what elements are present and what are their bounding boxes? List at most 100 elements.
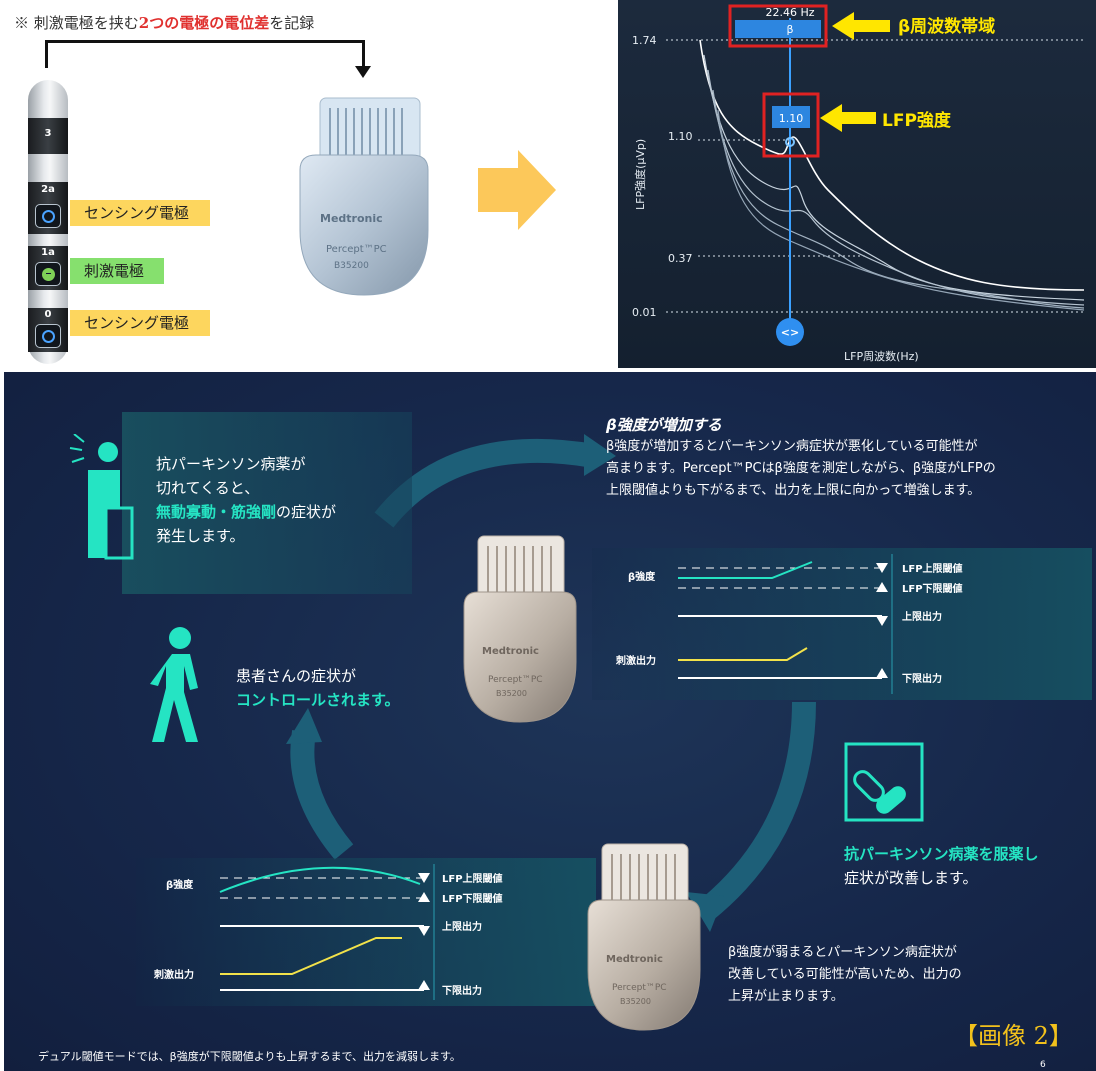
flow-arrow-right (696, 701, 816, 922)
page-number: 6 (1040, 1060, 1046, 1070)
contact-band-1a: 1a (28, 246, 68, 290)
spectrum-curve-5 (717, 109, 1085, 311)
controlled-highlight: コントロールされます。 (236, 691, 400, 709)
sensing-ring-icon (42, 330, 55, 343)
down-triangle-icon (418, 873, 430, 883)
symptom-highlight: 無動寡動・筋強剛 (156, 503, 277, 521)
ytick-1.10: 1.10 (668, 130, 693, 143)
callout-arrow-icon (832, 12, 890, 40)
symptom-onset-line: 切れてくると、 (156, 479, 260, 497)
callout-arrow-icon (820, 104, 876, 132)
connection-bracket (45, 40, 365, 68)
lfp-upper-label: LFP上限閾値 (902, 562, 963, 575)
beta-strength-label: β強度 (628, 570, 656, 583)
image-number-badge: 【画像 2】 (954, 1022, 1073, 1050)
device-model-text: Percept™PC (326, 244, 387, 255)
frequency-readout: 22.46 Hz (765, 6, 814, 19)
beta-decrease-description: β強度が弱まるとパーキンソン病症状が 改善している可能性が高いため、出力の 上昇… (728, 942, 962, 1008)
note-suffix: を記録 (269, 14, 315, 32)
peak-value-box (772, 106, 810, 128)
symptom-suffix: の症状が (276, 503, 337, 521)
device-brand-text: Medtronic (482, 646, 539, 657)
beta-band-highlight (728, 4, 828, 48)
ytick-0.01: 0.01 (632, 306, 657, 319)
decrease-threshold-graph: β強度 LFP上限閾値 LFP下限閾値 上限出力 刺激出力 下限出力 (153, 864, 503, 1000)
symptom-onset-box (122, 412, 412, 594)
contact-band-2a: 2a (28, 182, 68, 234)
stim-output-label: 刺激出力 (153, 968, 194, 981)
sensing-contact (35, 324, 61, 348)
cursor-handle[interactable] (776, 318, 804, 346)
pill-icon (844, 742, 924, 822)
device-model-number-text: B35200 (620, 997, 651, 1006)
beta-increase-line: β強度が増加するとパーキンソン病症状が悪化している可能性が (606, 439, 978, 454)
sensing-ring-icon (42, 210, 55, 223)
lfp-lower-label: LFP下限閾値 (902, 582, 963, 595)
flow-arrow-left (290, 730, 354, 860)
device-model-number-text: B35200 (334, 261, 369, 271)
y-axis-label: LFP強度(μVp) (633, 139, 647, 210)
sensing-electrode-label: センシング電極 (70, 200, 210, 226)
up-triangle-icon (418, 892, 430, 902)
up-triangle-icon (418, 980, 430, 990)
beta-increase-description: β強度が増加するとパーキンソン病症状が悪化している可能性が 高まります。Perc… (606, 436, 996, 502)
down-triangle-icon (876, 563, 888, 573)
peak-value-label: 1.10 (779, 112, 804, 125)
output-lower-label: 下限出力 (442, 984, 482, 997)
output-upper-label: 上限出力 (442, 920, 482, 933)
controlled-line: 患者さんの症状が (236, 667, 357, 685)
beta-trace (678, 561, 813, 579)
slider-arrows-icon[interactable]: <> (781, 326, 799, 339)
contact-label-2a: 2a (41, 184, 55, 195)
arrow-down-icon (355, 66, 371, 78)
beta-band-label: β (786, 23, 793, 36)
peak-marker (785, 137, 795, 147)
lfp-spectrum-chart: 1.74 1.10 0.37 0.01 LFP強度(μVp) LFP周波数(Hz… (618, 0, 1096, 368)
beta-band-box (735, 20, 821, 38)
decrease-graph-box (136, 858, 596, 1006)
lfp-strength-callout: LFP強度 (882, 110, 952, 131)
symptom-onset-line: 無動寡動・筋強剛の症状が (156, 500, 336, 524)
contact-label-3: 3 (44, 128, 52, 139)
recording-note: ※ 刺激電極を挟む2つの電極の電位差を記録 (14, 12, 314, 33)
note-prefix: ※ 刺激電極を挟む (14, 14, 139, 32)
spectrum-curve-3 (707, 69, 1085, 306)
arrow-right-icon (478, 150, 556, 230)
device-brand-text: Medtronic (606, 954, 663, 965)
lfp-upper-label: LFP上限閾値 (442, 872, 503, 885)
adaptive-dbs-cycle-panel: 抗パーキンソン病薬が 切れてくると、 無動寡動・筋強剛の症状が 発生します。 β… (4, 372, 1096, 1071)
neurostimulator-device: Medtronic Percept™PC B35200 (299, 97, 429, 296)
lfp-lower-label: LFP下限閾値 (442, 892, 503, 905)
medication-line: 症状が改善します。 (844, 869, 978, 887)
beta-trace (219, 866, 421, 893)
symptom-onset-text: 抗パーキンソン病薬が 切れてくると、 無動寡動・筋強剛の症状が 発生します。 (156, 452, 336, 548)
increase-graph-box (592, 548, 1092, 700)
stimulating-electrode-label: 刺激電極 (70, 258, 164, 284)
increase-threshold-graph: β強度 LFP上限閾値 LFP下限閾値 上限出力 刺激出力 下限出力 (615, 554, 963, 694)
contact-label-1a: 1a (41, 247, 55, 258)
symptom-onset-line: 抗パーキンソン病薬が (156, 455, 306, 473)
arrow-head-icon (286, 708, 322, 744)
up-triangle-icon (876, 668, 888, 678)
contact-band-0: 0 (28, 308, 68, 352)
arrow-head-icon (584, 434, 616, 476)
spectrum-curve-main (699, 39, 1085, 291)
stim-output-label: 刺激出力 (615, 654, 656, 667)
sensing-electrode-label: センシング電極 (70, 310, 210, 336)
stimulating-contact (35, 262, 61, 286)
beta-decrease-line: 上昇が止まります。 (728, 989, 844, 1004)
device-model-text: Percept™PC (488, 675, 543, 685)
medication-text: 抗パーキンソン病薬を服薬し 症状が改善します。 (844, 842, 1039, 890)
footer-note: デュアル閾値モードでは、β強度が下限閾値よりも上昇するまで、出力を減弱します。 (38, 1050, 461, 1063)
beta-strength-label: β強度 (166, 878, 194, 891)
output-upper-label: 上限出力 (902, 610, 942, 623)
lfp-spectrum-svg: 1.74 1.10 0.37 0.01 LFP強度(μVp) LFP周波数(Hz… (632, 4, 1086, 363)
beta-band-callout: β周波数帯域 (898, 16, 995, 37)
stim-trace (220, 937, 402, 975)
neurostimulator-device: Medtronic Percept™PC B35200 (463, 535, 577, 723)
peak-highlight (762, 92, 820, 158)
device-model-number-text: B35200 (496, 689, 527, 698)
down-triangle-icon (418, 926, 430, 936)
spectrum-curve-2 (703, 54, 1085, 301)
beta-decrease-line: β強度が弱まるとパーキンソン病症状が (728, 945, 957, 960)
